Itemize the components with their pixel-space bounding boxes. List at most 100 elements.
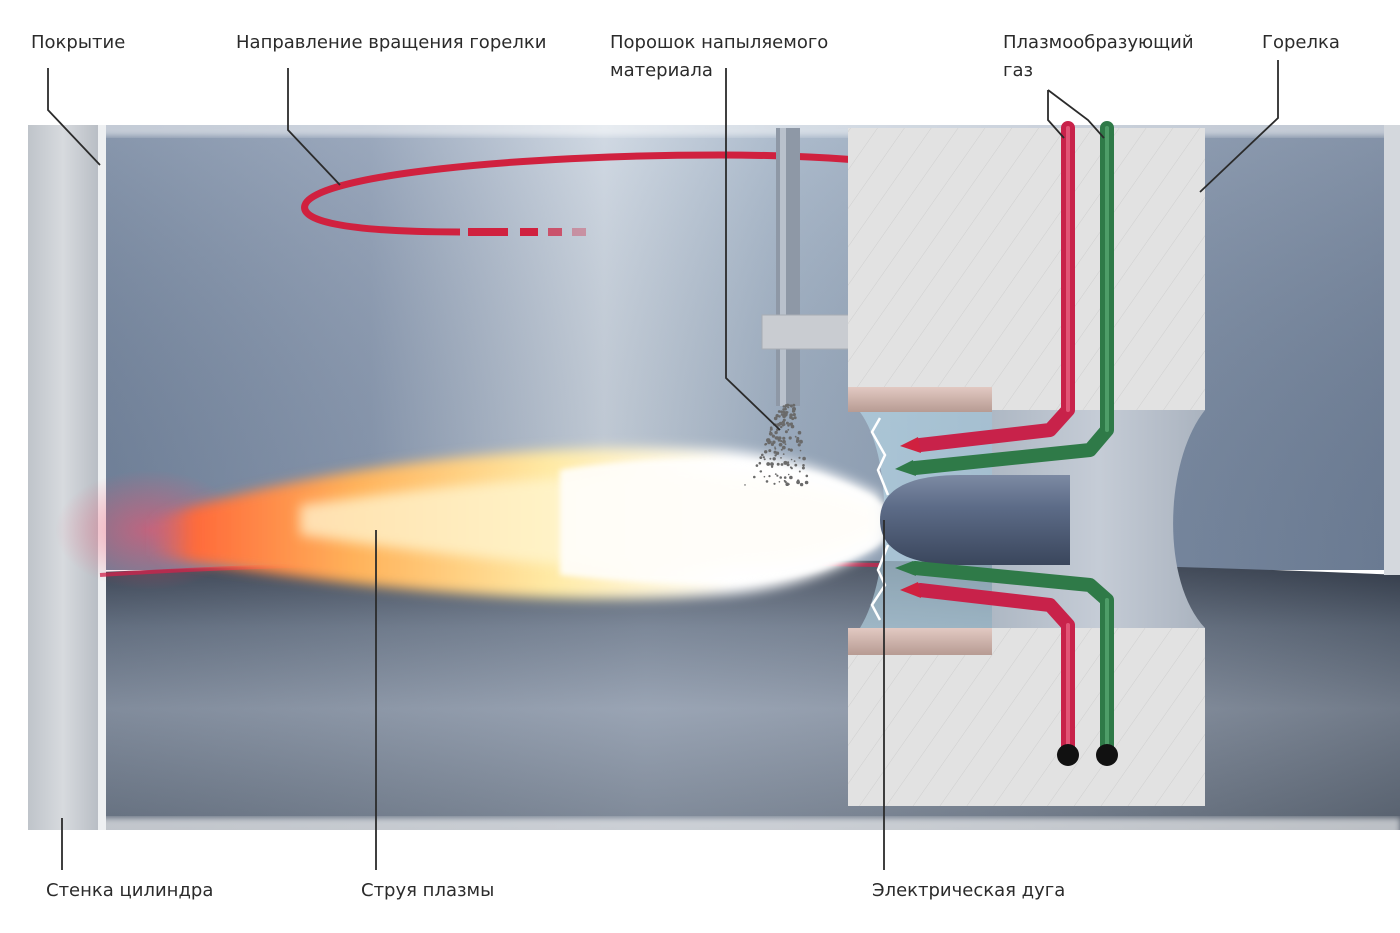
powder-particles — [744, 403, 809, 487]
powder-particle — [764, 442, 768, 446]
powder-particle — [797, 443, 801, 447]
powder-particle — [799, 439, 803, 444]
powder-particle — [759, 456, 763, 459]
powder-particle — [799, 449, 802, 452]
powder-particle — [787, 473, 790, 476]
powder-particle — [792, 413, 796, 417]
powder-particle — [804, 480, 809, 485]
powder-particle — [787, 461, 790, 464]
powder-particle — [773, 450, 777, 454]
powder-particle — [791, 417, 795, 421]
powder-feed-pipe — [761, 128, 853, 406]
powder-particle — [789, 422, 793, 426]
powder-particle — [787, 406, 790, 409]
powder-particle — [772, 440, 776, 444]
powder-particle — [796, 436, 800, 440]
powder-particle — [769, 457, 772, 460]
powder-particle — [778, 436, 782, 440]
powder-particle — [785, 482, 789, 487]
powder-particle — [744, 484, 746, 486]
label-gas-line1: Плазмообразующий — [1003, 32, 1194, 53]
powder-particle — [768, 431, 773, 436]
powder-particle — [773, 416, 778, 421]
powder-particle — [776, 462, 780, 466]
powder-particle — [775, 414, 779, 418]
powder-particle — [766, 462, 771, 466]
powder-particle — [775, 436, 780, 440]
label-plasma-jet: Струя плазмы — [361, 880, 495, 901]
powder-particle — [772, 457, 776, 461]
powder-particle — [805, 474, 809, 478]
powder-particle — [794, 463, 798, 467]
label-rotation-direction: Направление вращения горелки — [236, 32, 547, 53]
powder-particle — [789, 448, 793, 452]
powder-particle — [793, 460, 796, 462]
powder-particle — [782, 405, 785, 408]
powder-particle — [792, 407, 796, 411]
label-powder-line2: материала — [610, 60, 713, 81]
powder-particle — [783, 476, 787, 479]
powder-particle — [764, 450, 768, 454]
powder-particle — [771, 434, 776, 438]
powder-particle — [776, 422, 781, 427]
electrode — [880, 475, 1070, 565]
powder-particle — [774, 430, 778, 435]
powder-particle — [762, 456, 765, 459]
powder-particle — [789, 475, 793, 480]
powder-particle — [769, 440, 772, 444]
powder-particle — [780, 440, 783, 443]
powder-particle — [779, 443, 783, 447]
powder-particle — [794, 435, 797, 438]
powder-particle — [779, 476, 782, 479]
powder-particle — [774, 446, 776, 449]
powder-particle — [766, 438, 770, 443]
powder-particle — [769, 426, 773, 430]
powder-particle — [784, 430, 788, 434]
label-coating: Покрытие — [31, 32, 126, 53]
powder-particle — [790, 458, 793, 461]
powder-particle — [789, 413, 793, 418]
powder-particle — [778, 415, 781, 418]
cylinder-wall — [28, 125, 98, 830]
powder-particle — [788, 404, 791, 407]
powder-particle — [796, 440, 799, 443]
powder-particle — [782, 408, 786, 411]
coating-layer — [98, 125, 106, 830]
powder-particle — [801, 466, 805, 470]
label-torch: Горелка — [1262, 32, 1340, 53]
leader-lines — [47, 60, 1279, 870]
powder-particle — [776, 474, 779, 477]
electric-arc — [870, 417, 890, 621]
powder-particle — [786, 463, 790, 467]
powder-particle — [780, 425, 783, 429]
plasma-jet — [150, 448, 885, 600]
powder-particle — [780, 463, 784, 466]
powder-particle — [761, 453, 764, 457]
powder-particle — [773, 482, 776, 485]
powder-particle — [799, 482, 804, 487]
powder-particle — [788, 436, 792, 440]
powder-particle — [790, 405, 793, 408]
powder-particle — [786, 411, 788, 414]
powder-particle — [783, 460, 788, 465]
powder-particle — [769, 430, 772, 433]
label-gas-line2: газ — [1003, 60, 1034, 81]
powder-particle — [768, 475, 771, 478]
powder-particle — [781, 423, 785, 427]
powder-particle — [770, 462, 773, 464]
powder-particle — [789, 466, 792, 469]
powder-particle — [755, 464, 759, 467]
powder-particle — [753, 475, 756, 479]
powder-particle — [778, 481, 781, 483]
powder-particle — [784, 443, 787, 446]
powder-particle — [782, 439, 786, 444]
powder-particle — [796, 480, 800, 485]
powder-particle — [774, 447, 777, 450]
powder-particle — [798, 456, 801, 459]
powder-particle — [782, 436, 786, 440]
powder-particle — [797, 430, 802, 435]
powder-particle — [785, 421, 789, 425]
powder-particle — [758, 461, 762, 465]
powder-particle — [763, 475, 766, 478]
